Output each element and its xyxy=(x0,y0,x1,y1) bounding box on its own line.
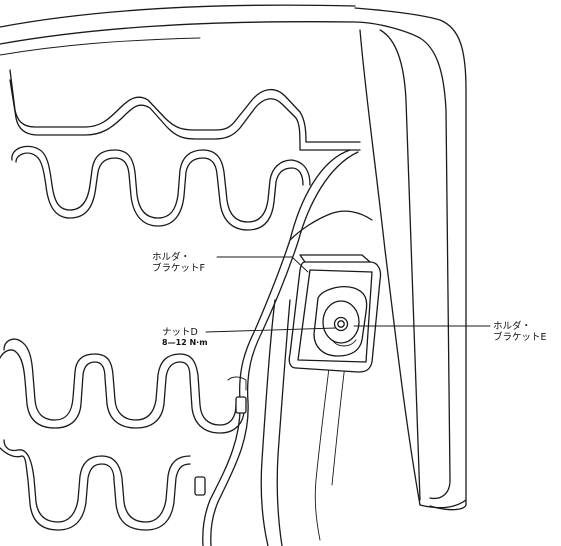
middle-wire-spring xyxy=(11,145,311,231)
seat-back-frame xyxy=(354,7,467,511)
nut-d xyxy=(333,316,349,332)
callout-leaders xyxy=(205,256,491,333)
callout-holder-bracket-f: ホルダ・ ブラケットF xyxy=(152,252,205,274)
callout-holder-bracket-e: ホルダ・ ブラケットE xyxy=(493,321,547,343)
nut-d-name: ナットD xyxy=(162,327,198,338)
holder-bracket-f-line2: ブラケットF xyxy=(152,263,205,274)
callout-nut-d: ナットD 8—12 N·m xyxy=(162,327,208,348)
upper-wire-spring xyxy=(9,69,361,151)
lower-wire-spring xyxy=(0,338,245,531)
seat-cushion-edges xyxy=(0,4,356,56)
nut-d-torque: 8—12 N·m xyxy=(162,338,208,347)
holder-bracket-f-line1: ホルダ・ xyxy=(152,252,191,263)
holder-bracket-e-line2: ブラケットE xyxy=(493,332,547,343)
holder-bracket-e-line1: ホルダ・ xyxy=(493,321,532,332)
seat-rail xyxy=(260,210,373,546)
wire-harness xyxy=(194,149,359,546)
